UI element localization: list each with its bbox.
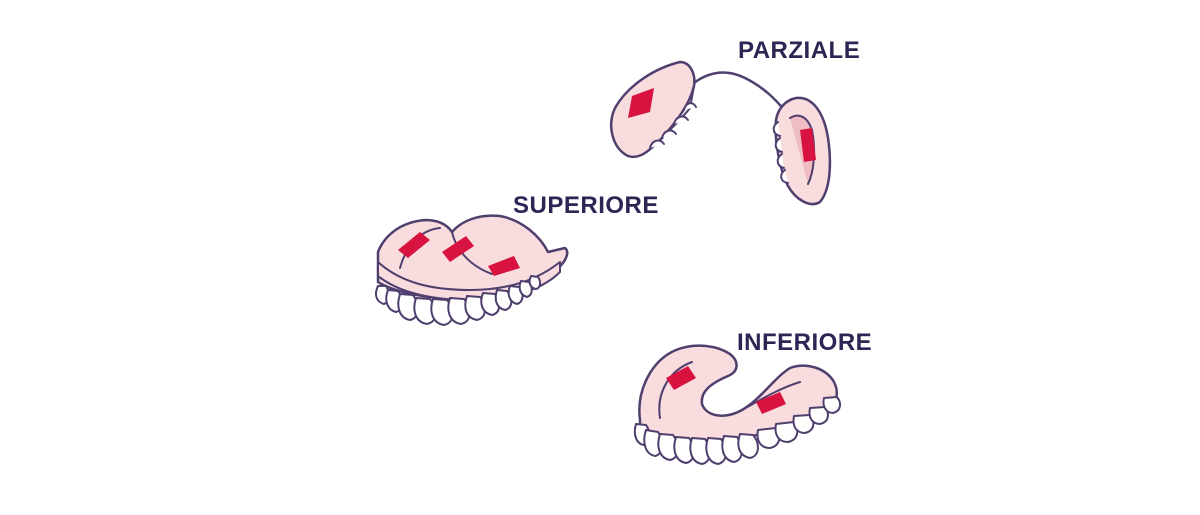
adhesive-strip [488, 256, 520, 276]
upper-denture-teeth [375, 275, 542, 326]
label-lower-denture: INFERIORE [737, 329, 873, 356]
partial-denture [610, 60, 832, 206]
label-upper-denture: SUPERIORE [513, 192, 659, 219]
upper-denture [375, 214, 569, 326]
lower-denture [633, 344, 842, 465]
partial-denture-clasp-wire [686, 71, 788, 114]
adhesive-strip [398, 232, 430, 258]
partial-denture-right-piece [772, 96, 832, 206]
adhesive-strip [800, 128, 816, 162]
adhesive-strip [666, 366, 696, 390]
partial-denture-left-piece [610, 60, 697, 159]
lower-denture-teeth [633, 396, 842, 465]
label-partial-denture: PARZIALE [738, 37, 861, 64]
adhesive-strip [628, 88, 654, 118]
adhesive-strip [442, 236, 474, 262]
adhesive-strip [756, 392, 786, 414]
